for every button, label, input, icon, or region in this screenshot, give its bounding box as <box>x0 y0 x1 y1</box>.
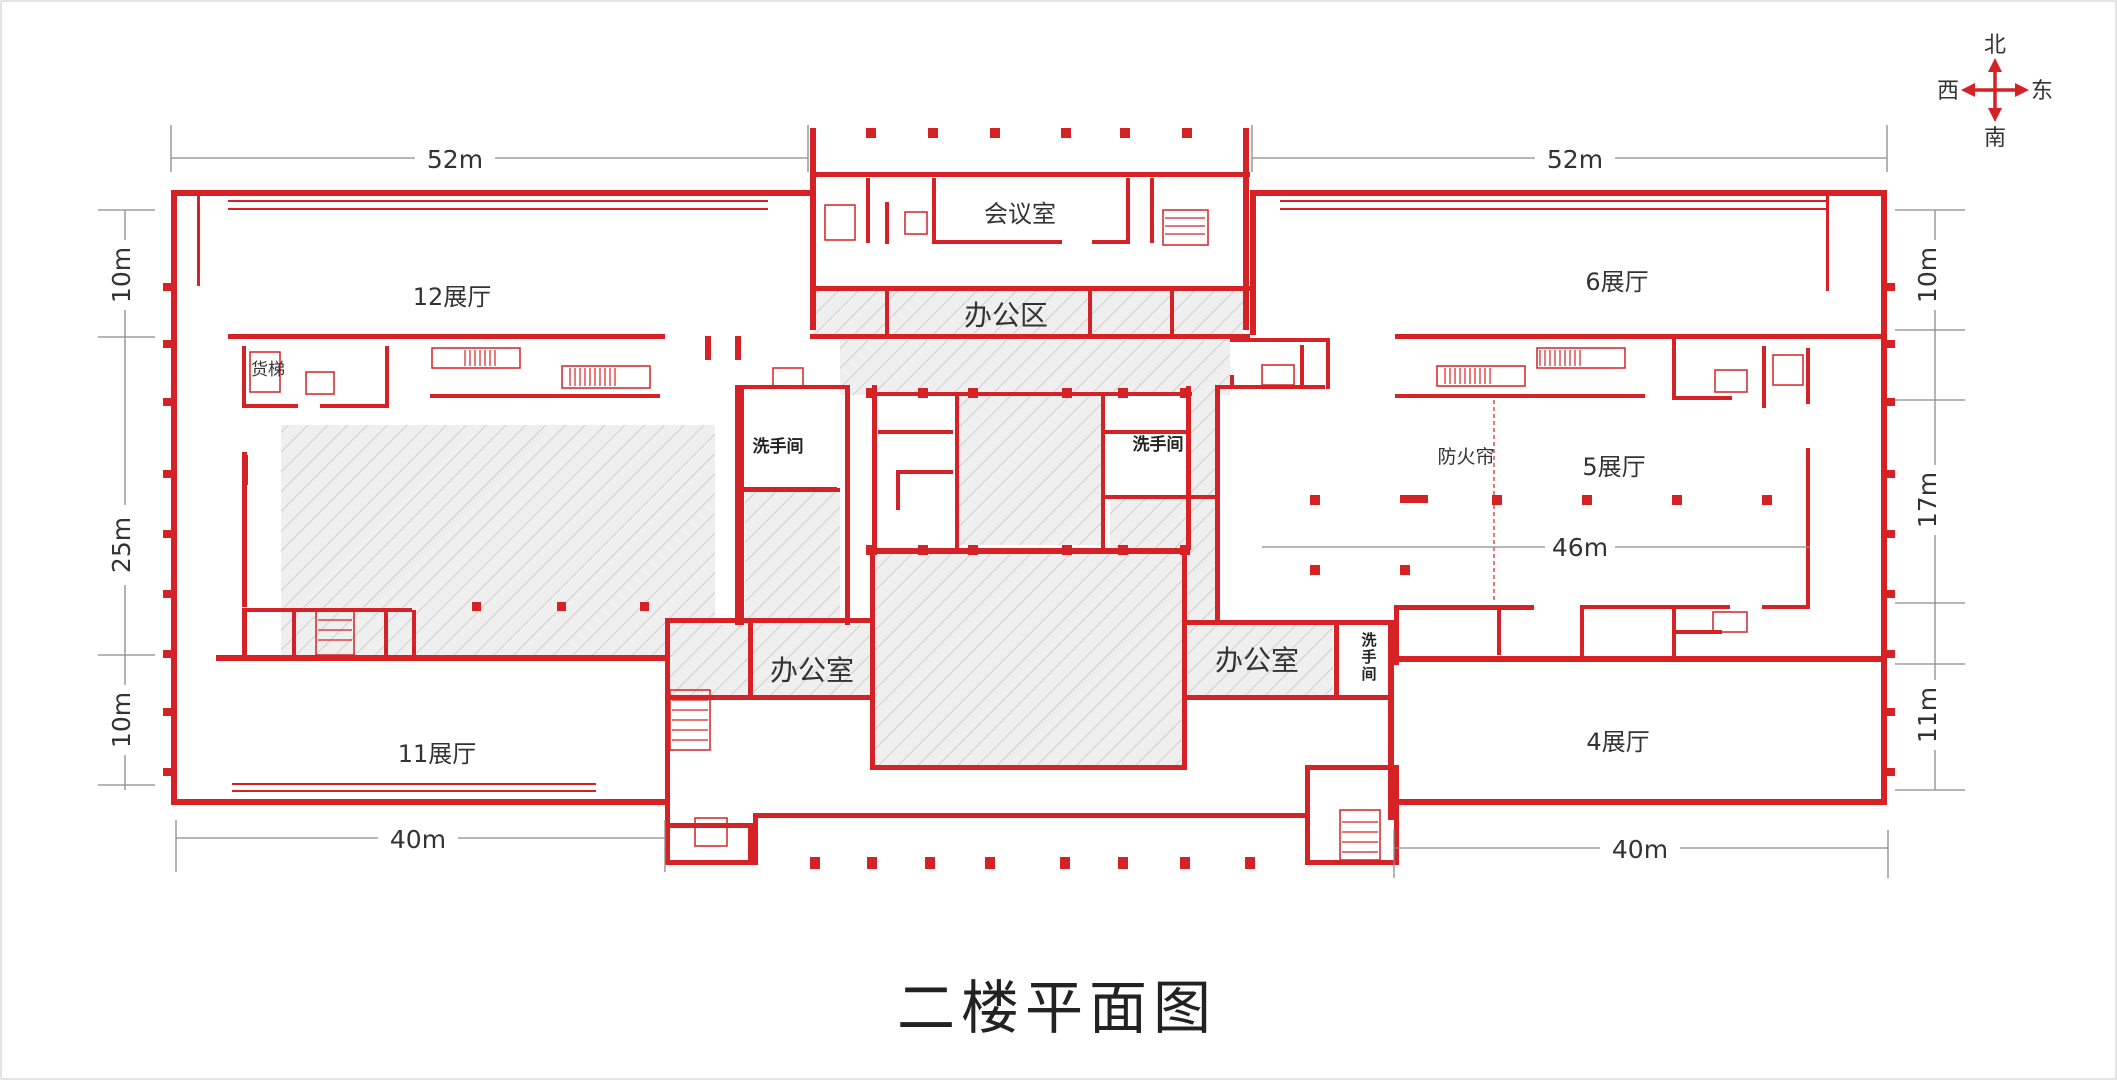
central-upper-hatch <box>955 395 1105 545</box>
compass-north: 北 <box>1984 33 2006 58</box>
dim-hall5-width: 46m <box>1552 533 1608 562</box>
central-hall-hatch <box>872 552 1184 767</box>
room-office-left: 办公室 <box>770 654 854 687</box>
compass-west: 西 <box>1937 79 1959 104</box>
stair-treads <box>318 217 1581 853</box>
walls <box>163 128 1895 869</box>
vertical-dim-labels: 10m 25m 10m 10m 17m 11m <box>107 240 1952 755</box>
west-corridor-hatch <box>745 490 840 625</box>
compass-east: 东 <box>2031 79 2053 104</box>
compass: 北 南 西 东 <box>1937 33 2053 151</box>
room-restroom-left: 洗手间 <box>753 436 804 457</box>
plan-title: 二楼平面图 <box>897 974 1217 1042</box>
room-hall-12: 12展厅 <box>413 283 492 311</box>
room-hall-5: 5展厅 <box>1582 453 1645 481</box>
dim-right-bottom: 11m <box>1913 687 1942 743</box>
dim-right-top: 10m <box>1913 247 1942 303</box>
dim-left-middle: 25m <box>107 517 136 573</box>
dim-left-bottom: 10m <box>107 692 136 748</box>
room-meeting: 会议室 <box>984 200 1056 228</box>
office-left-hatch <box>670 625 752 695</box>
room-office-area: 办公区 <box>964 299 1048 332</box>
room-freight-elevator: 货梯 <box>251 360 285 380</box>
office-right-hatch <box>1188 625 1333 695</box>
dim-top-left: 52m <box>427 145 483 174</box>
dim-left-top: 10m <box>107 247 136 303</box>
office-left-hatch-2 <box>752 625 870 695</box>
dim-top-right: 52m <box>1547 145 1603 174</box>
room-hall-6: 6展厅 <box>1585 268 1648 296</box>
room-office-right: 办公室 <box>1215 644 1299 677</box>
compass-south: 南 <box>1984 126 2006 151</box>
room-hall-4: 4展厅 <box>1586 728 1649 756</box>
room-hall-11: 11展厅 <box>398 740 477 768</box>
corridor-hatch <box>840 340 1230 395</box>
east-strip-hatch <box>1188 390 1215 625</box>
room-restroom-right: 洗手间 <box>1361 631 1377 683</box>
compass-arrow-west-icon <box>1961 83 1975 97</box>
compass-arrow-south-icon <box>1988 108 2002 122</box>
label-fire-curtain: 防火帘 <box>1437 446 1494 468</box>
room-restroom-middle: 洗手间 <box>1133 434 1184 455</box>
dim-bottom-left: 40m <box>390 825 446 854</box>
compass-arrow-north-icon <box>1988 58 2002 72</box>
dim-right-middle: 17m <box>1913 472 1942 528</box>
dim-bottom-right: 40m <box>1612 835 1668 864</box>
compass-arrow-east-icon <box>2015 83 2029 97</box>
stairs <box>249 204 1804 861</box>
